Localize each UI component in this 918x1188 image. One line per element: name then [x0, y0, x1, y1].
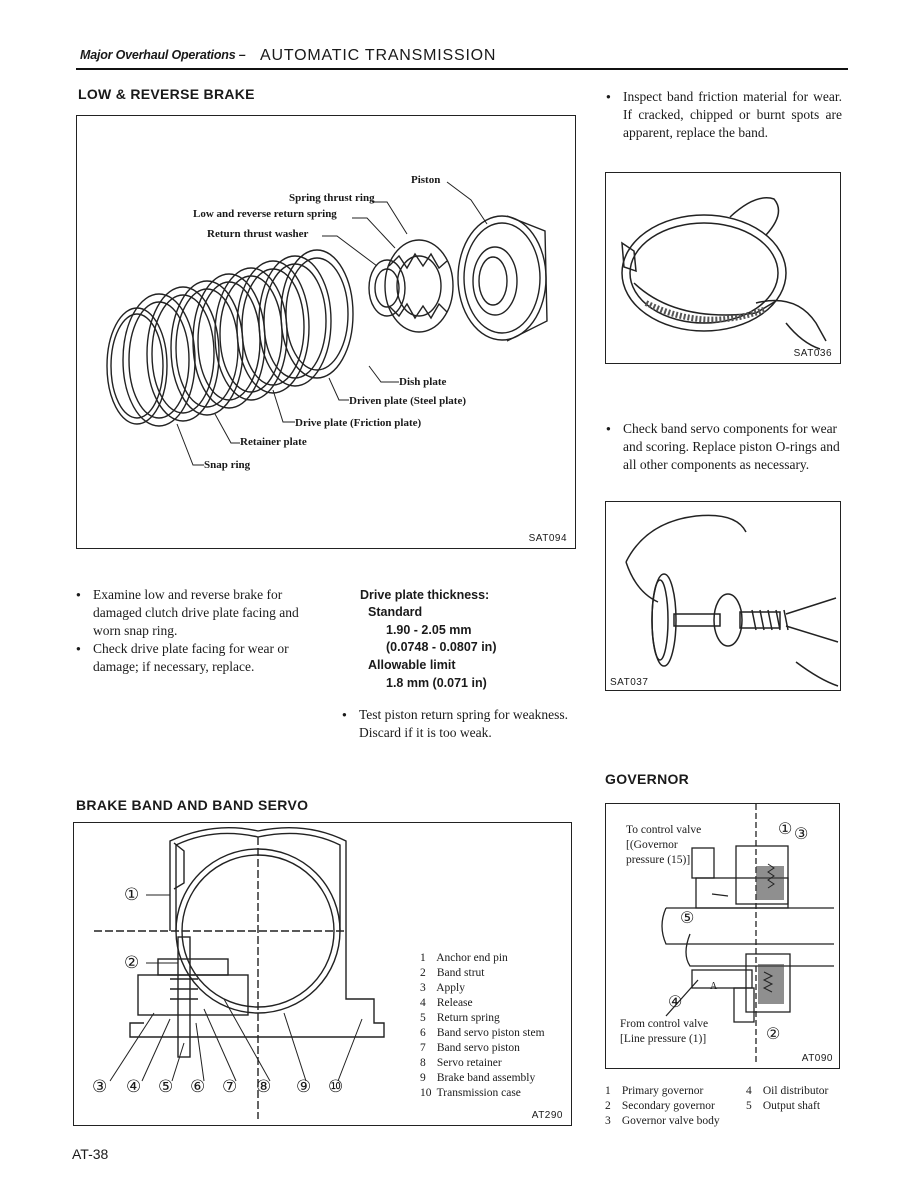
callout-3: ③ — [92, 1077, 108, 1096]
brake-band-drawing — [94, 827, 385, 1119]
bullet-check-drive-plate: Check drive plate facing for wear or dam… — [76, 640, 326, 676]
callout-2: ② — [766, 1026, 781, 1043]
label-governor-pressure-2: pressure (15)] — [626, 854, 691, 866]
brake-band-figure: ① ② ③ ④ ⑤ ⑥ ⑦ ⑧ ⑨ ⑩ 1 Anchor end pin 2 B… — [73, 822, 572, 1126]
header-section: Major Overhaul Operations – — [80, 48, 246, 62]
legend-item: 2 Band strut — [420, 967, 485, 979]
governor-title: GOVERNOR — [605, 771, 690, 787]
callout-10: ⑩ — [328, 1077, 344, 1096]
legend-item: 5 Return spring — [420, 1012, 500, 1024]
label-piston: Piston — [411, 174, 441, 186]
legend-item: 2 Secondary governor — [605, 1100, 715, 1112]
label-from-control-valve: From control valve — [620, 1018, 709, 1030]
figure-code-sat036: SAT036 — [793, 348, 832, 359]
spec-allowable-label: Allowable limit — [368, 658, 456, 672]
legend-item: 1 Primary governor — [605, 1085, 704, 1097]
servo-photo-figure: SAT037 — [605, 501, 841, 691]
label-drive-plate: Drive plate (Friction plate) — [295, 417, 422, 429]
callout-2: ② — [124, 953, 140, 972]
governor-legend-left: 1 Primary governor 2 Secondary governor … — [605, 1084, 720, 1129]
bullet-examine: Examine low and reverse brake for damage… — [76, 586, 326, 640]
label-dish-plate: Dish plate — [399, 376, 447, 388]
spec-allowable-value: 1.8 mm (0.071 in) — [386, 676, 487, 690]
callout-6: ⑥ — [190, 1077, 206, 1096]
label-line-pressure: [Line pressure (1)] — [620, 1033, 707, 1045]
label-snap-ring: Snap ring — [204, 459, 251, 471]
callout-4: ④ — [126, 1077, 142, 1096]
governor-drawing — [661, 804, 834, 1064]
label-arrow-a: A — [710, 981, 718, 992]
legend-item: 5 Output shaft — [746, 1100, 821, 1112]
figure-code-sat037: SAT037 — [610, 677, 649, 688]
spec-standard-mm: 1.90 - 2.05 mm — [386, 623, 472, 637]
callout-1: ① — [124, 885, 140, 904]
callout-5: ⑤ — [158, 1077, 174, 1096]
header-title: AUTOMATIC TRANSMISSION — [260, 47, 497, 64]
callout-3: ③ — [794, 826, 809, 843]
bullet-test-spring: Test piston return spring for weakness. … — [342, 706, 574, 742]
legend-item: 4 Oil distributor — [746, 1085, 829, 1097]
page-header: Major Overhaul Operations – AUTOMATIC TR… — [76, 44, 848, 70]
spec-standard-in: (0.0748 - 0.0807 in) — [386, 640, 497, 654]
label-return-spring: Low and reverse return spring — [193, 208, 337, 220]
governor-legend-right: 4 Oil distributor 5 Output shaft — [746, 1084, 828, 1114]
label-to-control-valve: To control valve — [626, 824, 702, 836]
label-driven-plate: Driven plate (Steel plate) — [349, 395, 466, 407]
legend-item: 7 Band servo piston — [420, 1042, 520, 1054]
label-spring-thrust-ring: Spring thrust ring — [289, 192, 375, 204]
band-inspection-drawing — [621, 197, 827, 350]
spec-standard-label: Standard — [368, 605, 423, 619]
label-governor-pressure-1: [(Governor — [626, 839, 678, 851]
figure-code-sat094: SAT094 — [528, 533, 567, 544]
callout-8: ⑧ — [256, 1077, 272, 1096]
low-reverse-figure: Piston Spring thrust ring Low and revers… — [76, 115, 576, 549]
legend-item: 4 Release — [420, 997, 473, 1009]
legend-item: 3 Apply — [420, 982, 465, 994]
legend-item: 10 Transmission case — [420, 1087, 521, 1099]
bullet-check-servo: Check band servo components for wear and… — [606, 420, 842, 474]
spec-heading: Drive plate thickness: — [360, 588, 490, 602]
legend-item: 1 Anchor end pin — [420, 952, 508, 964]
band-photo-figure: SAT036 — [605, 172, 841, 364]
low-reverse-title: LOW & REVERSE BRAKE — [78, 86, 255, 102]
callout-5: ⑤ — [680, 910, 695, 927]
legend-item: 8 Servo retainer — [420, 1057, 502, 1069]
page-number: AT-38 — [72, 1146, 109, 1162]
servo-inspection-drawing — [625, 514, 839, 687]
callout-9: ⑨ — [296, 1077, 312, 1096]
label-return-thrust-washer: Return thrust washer — [207, 228, 309, 240]
legend-item: 9 Brake band assembly — [420, 1072, 536, 1084]
callout-7: ⑦ — [222, 1077, 238, 1096]
legend-item: 6 Band servo piston stem — [420, 1027, 545, 1039]
label-retainer-plate: Retainer plate — [240, 436, 307, 448]
brake-band-title: BRAKE BAND AND BAND SERVO — [76, 797, 309, 813]
clutch-pack-drawing — [106, 181, 548, 466]
callout-4: ④ — [668, 994, 683, 1011]
figure-code-at090: AT090 — [801, 1053, 833, 1064]
legend-item: 3 Governor valve body — [605, 1115, 720, 1127]
governor-figure: To control valve [(Governor pressure (15… — [605, 803, 840, 1069]
figure-code-at290: AT290 — [531, 1110, 563, 1121]
callout-1: ① — [778, 821, 793, 838]
brake-band-legend: 1 Anchor end pin 2 Band strut 3 Apply 4 … — [420, 951, 545, 1101]
bullet-inspect-band: Inspect band friction material for wear.… — [606, 88, 842, 142]
